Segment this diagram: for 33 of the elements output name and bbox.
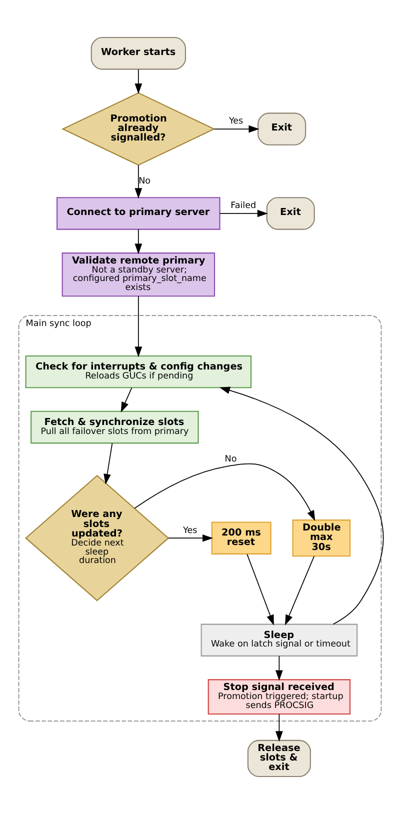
node-box: Validate remote primary Not a standby server; configured primary_slot_name exists bbox=[62, 252, 216, 296]
node-box: Connect to primary server bbox=[56, 196, 220, 230]
node-box: Double max 30s bbox=[292, 519, 351, 556]
node-box: Fetch & synchronize slots Pull all failover slots from primary bbox=[30, 410, 199, 444]
arrow bbox=[134, 462, 316, 521]
node-box: Sleep Wake on latch signal or timeout bbox=[200, 623, 358, 656]
arrow bbox=[134, 68, 142, 94]
edge-label: No bbox=[138, 176, 151, 186]
edge-label: No bbox=[224, 454, 237, 464]
arrow bbox=[275, 713, 283, 742]
arrow bbox=[219, 209, 268, 217]
node-box: Stop signal received Promotion triggered; startup sends PROCSIG bbox=[208, 678, 351, 714]
node-box: Exit bbox=[258, 112, 306, 145]
arrow bbox=[275, 655, 283, 680]
arrow bbox=[219, 386, 384, 624]
arrow bbox=[120, 387, 132, 412]
node-box: Worker starts bbox=[90, 36, 186, 70]
node-box: Release slots & exit bbox=[247, 739, 311, 776]
node-box: Exit bbox=[266, 196, 315, 230]
edge-label: Yes bbox=[228, 116, 244, 126]
arrow bbox=[285, 555, 315, 625]
arrow bbox=[134, 228, 142, 254]
arrow bbox=[134, 164, 142, 198]
arrow bbox=[168, 534, 214, 542]
node-box: 200 ms reset bbox=[211, 521, 272, 554]
edge-label: Yes bbox=[183, 525, 198, 536]
arrow bbox=[214, 124, 260, 132]
node-box: Check for interrupts & config changes Reloads GUCs if pending bbox=[25, 354, 252, 388]
node-diamond: Promotion already signalled? bbox=[62, 92, 216, 166]
edge-label: Failed bbox=[230, 200, 256, 211]
arrow bbox=[104, 442, 113, 484]
arrow bbox=[246, 553, 274, 625]
arrow bbox=[134, 295, 142, 357]
